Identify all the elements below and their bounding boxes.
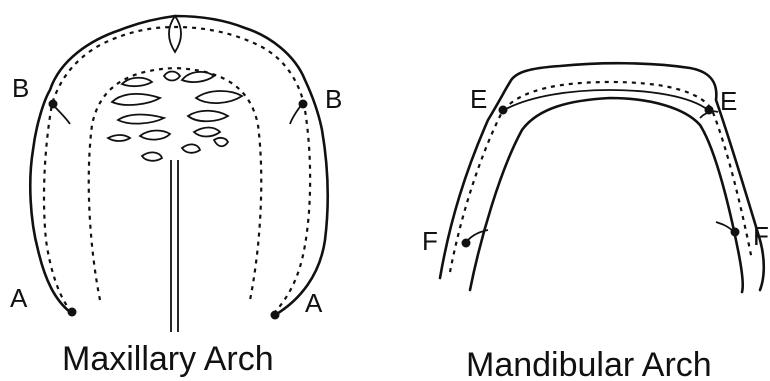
maxillary-arch: B B A A Maxillary Arch bbox=[10, 16, 342, 378]
label-e-right: E bbox=[720, 86, 737, 116]
mandibular-crest-line bbox=[504, 90, 708, 110]
point-e-left bbox=[499, 106, 508, 115]
point-b-left bbox=[49, 100, 58, 109]
label-a-left: A bbox=[10, 283, 28, 313]
point-b-right bbox=[299, 100, 308, 109]
mandibular-arch: E E F F Mandibular Arch bbox=[422, 63, 769, 381]
label-e-left: E bbox=[470, 84, 487, 114]
point-f-right bbox=[731, 228, 740, 237]
mandibular-inner-outline bbox=[470, 98, 743, 292]
point-a-left bbox=[68, 308, 77, 317]
label-a-right: A bbox=[305, 288, 323, 318]
maxillary-outer-outline bbox=[30, 16, 328, 315]
label-b-right: B bbox=[325, 84, 342, 114]
point-f-left bbox=[462, 239, 471, 248]
label-b-left: B bbox=[12, 73, 29, 103]
palatal-rugae bbox=[108, 72, 242, 161]
label-f-right: F bbox=[753, 221, 769, 251]
incisive-papilla bbox=[169, 16, 181, 52]
maxillary-ridge-dashed-line bbox=[44, 27, 310, 312]
point-a-right bbox=[271, 311, 280, 320]
maxillary-caption: Maxillary Arch bbox=[62, 340, 274, 378]
point-e-right bbox=[705, 106, 714, 115]
label-f-left: F bbox=[422, 226, 438, 256]
mandibular-caption: Mandibular Arch bbox=[466, 346, 712, 381]
